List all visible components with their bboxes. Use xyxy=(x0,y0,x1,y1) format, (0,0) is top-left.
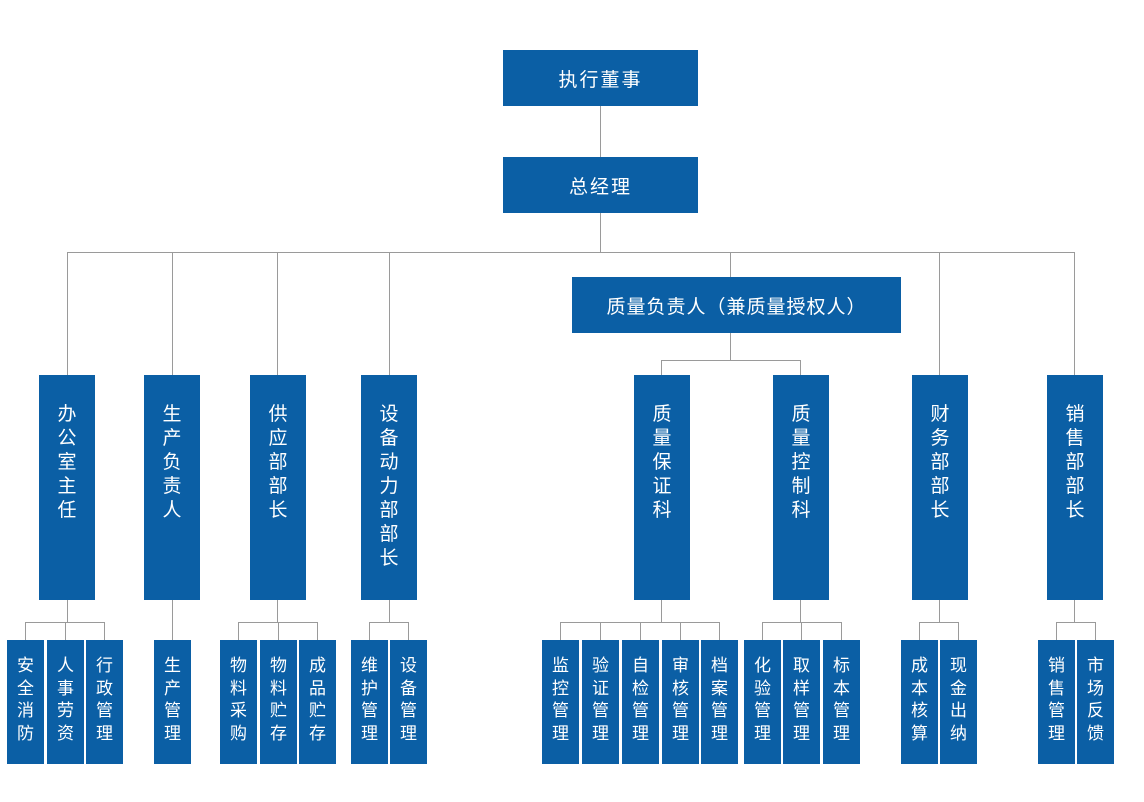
qc-section-box: 质量控制科 xyxy=(773,375,829,600)
self-inspection-management-box: 自检管理 xyxy=(622,640,659,764)
quality-head-box: 质量负责人（兼质量授权人） xyxy=(572,277,901,333)
sales-management-box: 销售管理 xyxy=(1038,640,1075,764)
specimen-management-box: 标本管理 xyxy=(823,640,860,764)
cashier-box: 现金出纳 xyxy=(940,640,977,764)
lab-test-management-box: 化验管理 xyxy=(744,640,781,764)
hr-payroll-box: 人事劳资 xyxy=(47,640,84,764)
admin-management-box: 行政管理 xyxy=(86,640,123,764)
cost-accounting-box: 成本核算 xyxy=(901,640,938,764)
material-storage-box: 物料贮存 xyxy=(260,640,297,764)
product-storage-box: 成品贮存 xyxy=(299,640,336,764)
office-director-box: 办公室主任 xyxy=(39,375,95,600)
market-feedback-box: 市场反馈 xyxy=(1077,640,1114,764)
audit-management-box: 审核管理 xyxy=(662,640,699,764)
general-manager-box: 总经理 xyxy=(503,157,698,213)
sampling-management-box: 取样管理 xyxy=(783,640,820,764)
qa-section-box: 质量保证科 xyxy=(634,375,690,600)
sales-dept-head-box: 销售部部长 xyxy=(1047,375,1103,600)
validation-management-box: 验证管理 xyxy=(582,640,619,764)
maintenance-management-box: 维护管理 xyxy=(351,640,388,764)
safety-fire-box: 安全消防 xyxy=(7,640,44,764)
equipment-dept-head-box: 设备动力部部长 xyxy=(361,375,417,600)
equipment-management-box: 设备管理 xyxy=(390,640,427,764)
monitoring-management-box: 监控管理 xyxy=(542,640,579,764)
finance-dept-head-box: 财务部部长 xyxy=(912,375,968,600)
supply-dept-head-box: 供应部部长 xyxy=(250,375,306,600)
material-purchasing-box: 物料采购 xyxy=(220,640,257,764)
archive-management-box: 档案管理 xyxy=(701,640,738,764)
production-management-box: 生产管理 xyxy=(154,640,191,764)
executive-director-box: 执行董事 xyxy=(503,50,698,106)
production-head-box: 生产负责人 xyxy=(144,375,200,600)
